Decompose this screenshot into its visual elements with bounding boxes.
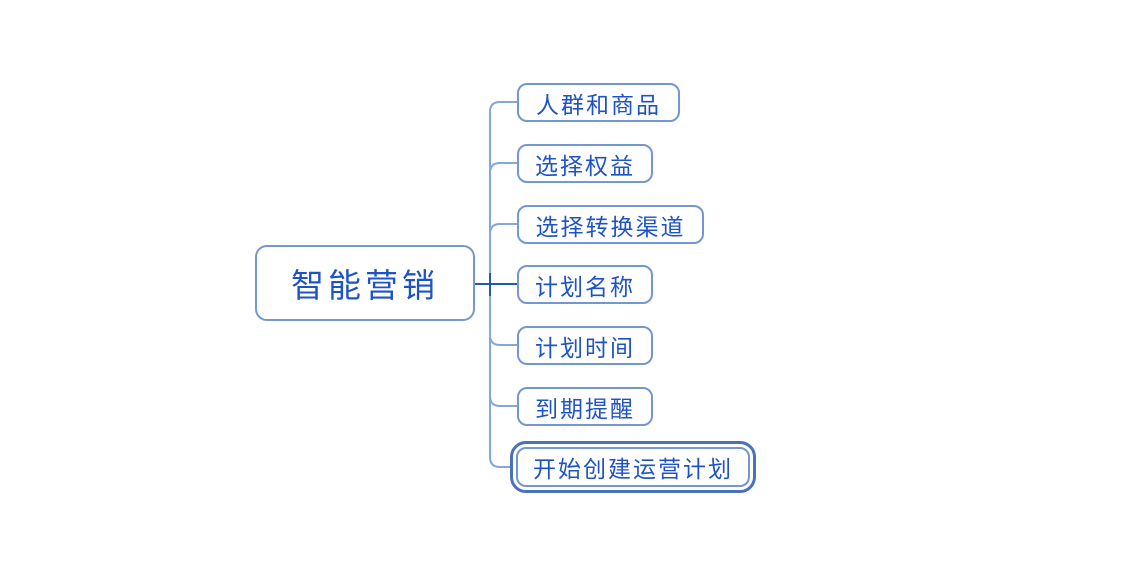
child-node-start-create-operation-plan[interactable]: 开始创建运营计划 (510, 441, 756, 493)
child-node-expiry-reminder[interactable]: 到期提醒 (517, 387, 653, 426)
branch-elbow-2 (489, 162, 517, 174)
branch-elbow-7 (489, 456, 510, 468)
child-node-plan-name[interactable]: 计划名称 (517, 265, 653, 304)
child-node-select-benefit[interactable]: 选择权益 (517, 144, 653, 183)
child-node-crowd-and-product[interactable]: 人群和商品 (517, 83, 680, 122)
branch-elbow-5 (489, 334, 517, 346)
child-node-select-conversion-channel[interactable]: 选择转换渠道 (517, 205, 704, 244)
child-node-plan-time[interactable]: 计划时间 (517, 326, 653, 365)
root-node[interactable]: 智能营销 (255, 245, 475, 321)
branch-elbow-6 (489, 395, 517, 407)
branch-elbow-1 (489, 101, 517, 113)
branch-elbow-3 (489, 223, 517, 235)
